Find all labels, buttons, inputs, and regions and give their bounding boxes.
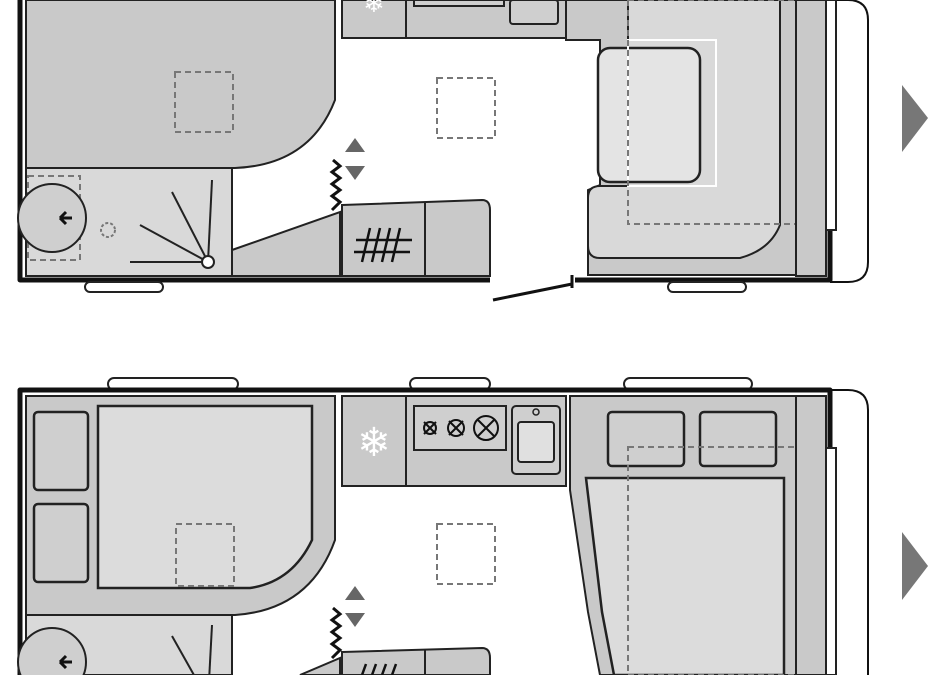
direction-arrow-icon [902, 532, 928, 600]
wardrobe [341, 198, 491, 277]
hob-icon [413, 0, 505, 7]
step-down-icon [345, 166, 365, 180]
tap-icon [532, 408, 540, 416]
storage-wedge [231, 210, 341, 277]
toilet-arrow-icon [58, 210, 72, 226]
hob-icon [413, 405, 507, 451]
centre-rooflight [436, 523, 496, 585]
storage-wedge [299, 656, 341, 675]
step-up-icon [345, 138, 365, 152]
step-spring [329, 158, 343, 212]
hob-burner-icon [423, 415, 499, 441]
snowflake-icon: ❄ [363, 0, 385, 19]
front-rooflight [627, 446, 813, 675]
pillow-front-1 [606, 410, 686, 468]
sink-icon [509, 0, 559, 25]
pillow-1 [32, 410, 90, 492]
front-locker [795, 0, 827, 277]
mattress [96, 404, 314, 590]
step-up-icon [345, 586, 365, 600]
front-mattress [584, 476, 786, 675]
direction-arrow-icon [902, 85, 928, 152]
pillow-front-2 [698, 410, 778, 468]
centre-rooflight [436, 77, 496, 139]
floorplan-bottom: ❄ [17, 377, 928, 675]
step-rear [84, 281, 164, 293]
step-front [667, 281, 747, 293]
shower-drain-icon [201, 255, 215, 269]
step-down-icon [345, 613, 365, 627]
front-nose [830, 389, 869, 675]
floorplan-top: ❄ [17, 0, 928, 302]
rear-bed [25, 0, 336, 169]
heater-grille-icon [360, 663, 398, 675]
sink-basin [517, 421, 555, 463]
entrance-door[interactable] [492, 282, 573, 302]
heater-grille-icon [354, 227, 412, 263]
front-nose [830, 0, 869, 283]
basin-icon [100, 222, 116, 238]
step-spring [329, 606, 343, 660]
shower-rays [130, 179, 213, 263]
dinette-table [596, 46, 702, 184]
snowflake-icon: ❄ [357, 420, 391, 466]
wardrobe [341, 646, 491, 675]
pillow-2 [32, 502, 90, 584]
rooflight [174, 71, 234, 133]
shower-rays [171, 624, 213, 675]
toilet-icon [17, 183, 87, 253]
toilet-arrow-icon [58, 654, 72, 670]
front-locker [795, 395, 827, 675]
